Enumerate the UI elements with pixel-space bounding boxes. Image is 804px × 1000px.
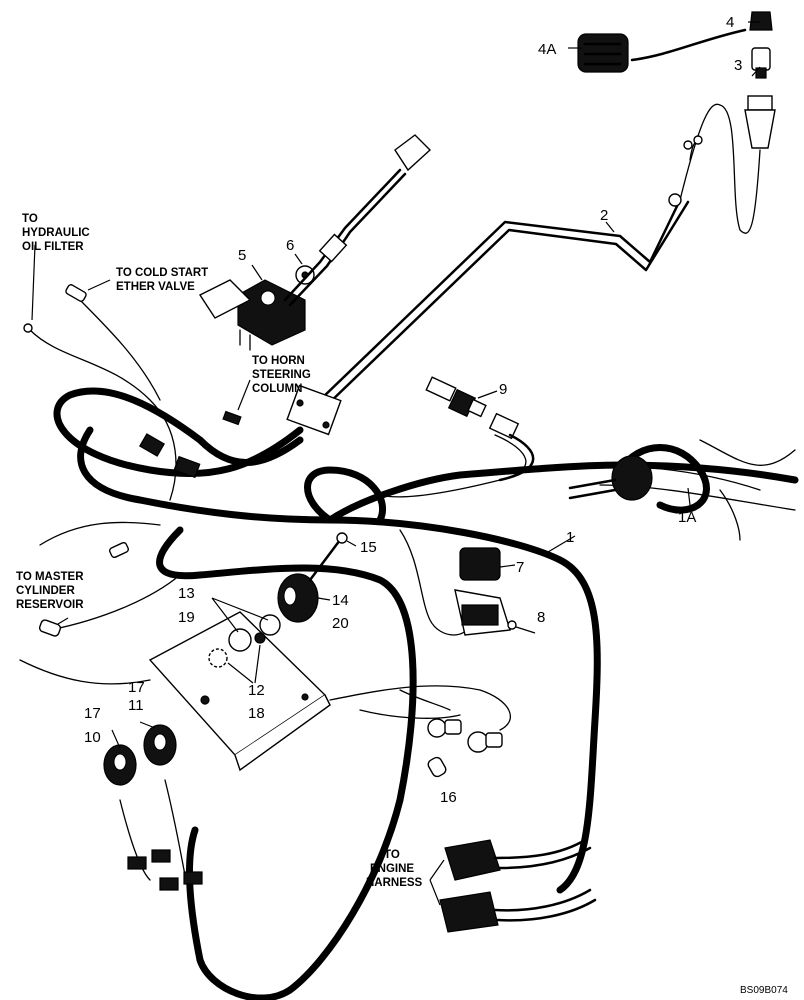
callout-1: 1: [566, 529, 574, 546]
misc-connectors: [23, 279, 252, 637]
thin-wires: [19, 294, 796, 881]
switch-part-3: [744, 47, 776, 149]
figure-id: BS09B074: [740, 985, 788, 996]
callout-19: 19: [178, 609, 195, 626]
callout-2: 2: [600, 207, 608, 224]
note-ether-line2: ETHER VALVE: [116, 281, 195, 293]
callout-17-top: 17: [128, 679, 145, 696]
nut-part-6: [295, 265, 315, 285]
callout-13: 13: [178, 585, 195, 602]
callout-16: 16: [440, 789, 457, 806]
callout-1a: 1A: [678, 509, 696, 526]
switch-part-10: [103, 744, 137, 786]
callout-17-left: 17: [84, 705, 101, 722]
callout-20: 20: [332, 615, 349, 632]
note-master-line1: TO MASTER: [16, 571, 84, 583]
callout-10: 10: [84, 729, 101, 746]
switch-connectors: [127, 849, 203, 891]
callout-14: 14: [332, 592, 349, 609]
callout-4a: 4A: [538, 41, 556, 58]
note-hydraulic-line3: OIL FILTER: [22, 241, 84, 253]
callout-8: 8: [537, 609, 545, 626]
main-harness: [53, 387, 799, 1000]
callout-3: 3: [734, 57, 742, 74]
engine-connectors: [439, 838, 597, 933]
callout-9: 9: [499, 381, 507, 398]
ether-cable: [283, 134, 432, 307]
switch-part-11: [143, 724, 177, 766]
callout-15: 15: [360, 539, 377, 556]
routing-notes: TO HYDRAULIC OIL FILTER TO COLD START ET…: [16, 213, 423, 889]
lamp-part-14: [277, 538, 342, 623]
callout-5: 5: [238, 247, 246, 264]
callout-labels: 1 1A 2 3 4 4A 5 6 7 8 9 10 11 12 13 14 1…: [84, 14, 742, 806]
callout-6: 6: [286, 237, 294, 254]
callout-7: 7: [516, 559, 524, 576]
mounting-bracket: [148, 611, 331, 772]
note-horn-line1: TO HORN: [252, 355, 305, 367]
leader-lines: [31, 21, 761, 906]
note-horn-line3: COLUMN: [252, 383, 302, 395]
bolt-part-15: [336, 532, 348, 544]
harness-2: [286, 103, 761, 436]
note-master-line2: CYLINDER: [16, 585, 75, 597]
washers-part-13: [228, 614, 281, 652]
cap-part-4: [749, 11, 773, 31]
note-engine-line2: ENGINE: [370, 863, 414, 875]
bulbs-part-16: [427, 718, 503, 778]
callout-18: 18: [248, 705, 265, 722]
callout-11: 11: [128, 697, 144, 714]
boot-part-4a: [577, 28, 747, 73]
note-engine-line1: TO: [384, 849, 400, 861]
note-hydraulic-line2: HYDRAULIC: [22, 227, 90, 239]
lockwasher-part-12: [208, 648, 228, 668]
note-hydraulic-line1: TO: [22, 213, 38, 225]
relay-part-7: [454, 547, 511, 636]
grommet-part-1a: [568, 455, 653, 501]
callout-12: 12: [248, 682, 265, 699]
note-horn-line2: STEERING: [252, 369, 311, 381]
note-master-line3: RESERVOIR: [16, 599, 84, 611]
note-ether-line1: TO COLD START: [116, 267, 208, 279]
callout-4: 4: [726, 14, 734, 31]
note-engine-line3: HARNESS: [366, 877, 423, 889]
sender-part-9: [425, 376, 535, 482]
screw-part-8: [507, 620, 536, 634]
